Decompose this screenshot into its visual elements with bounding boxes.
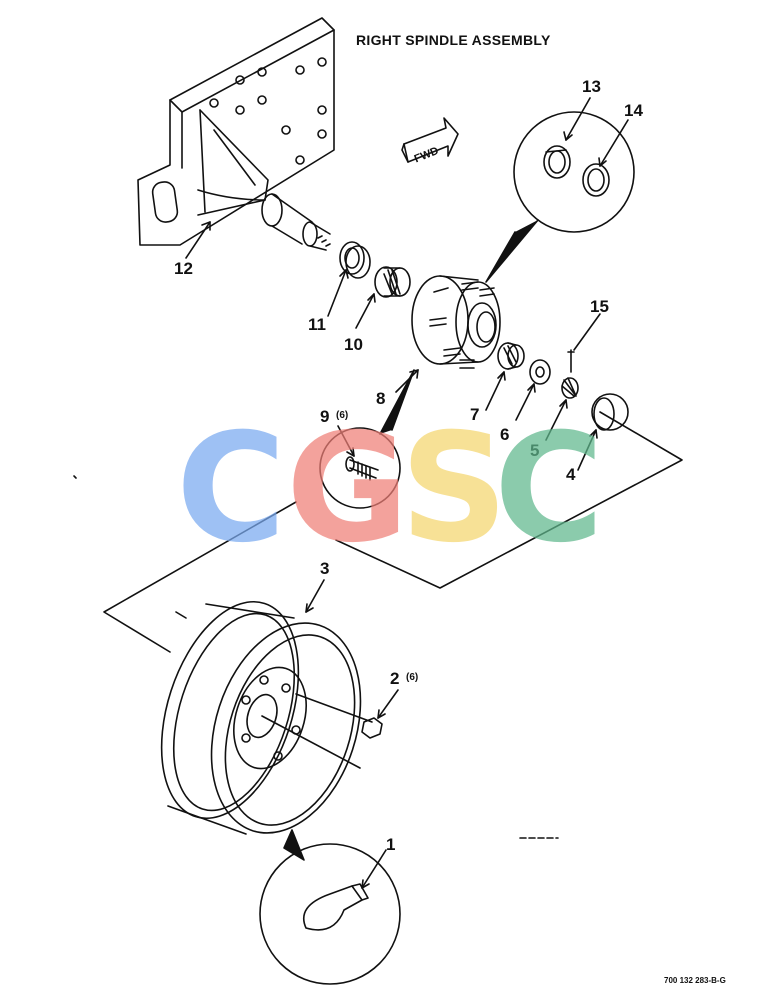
callout-14: 14 xyxy=(624,101,643,120)
grease-seal xyxy=(339,241,371,279)
cotter-pin xyxy=(567,349,575,373)
callout-leader-lines xyxy=(185,97,629,889)
document-number: 700 132 283-B-G xyxy=(664,976,726,985)
callout-13: 13 xyxy=(582,77,601,96)
callout-6: 6 xyxy=(500,425,509,444)
spindle-mounting-plate xyxy=(137,17,335,251)
axis-plane xyxy=(103,411,683,653)
callout-15: 15 xyxy=(590,297,609,316)
callout-7: 7 xyxy=(470,405,479,424)
forward-direction-arrow xyxy=(401,117,459,163)
callout-3: 3 xyxy=(320,559,329,578)
inner-bearing-cone xyxy=(374,266,411,298)
callout-11: 11 xyxy=(308,315,326,334)
cgsc-watermark: C G S C xyxy=(176,402,604,576)
callout-10: 10 xyxy=(344,335,363,354)
callout-2-qty: (6) xyxy=(406,672,418,683)
lug-nut xyxy=(361,717,383,739)
bearing-cup-detail-circle xyxy=(485,111,635,283)
watermark-letter-c1: C xyxy=(176,402,286,576)
diagram-title: RIGHT SPINDLE ASSEMBLY xyxy=(356,32,551,48)
spindle-washer xyxy=(529,359,551,385)
watermark-letter-g: G xyxy=(286,402,409,576)
outer-bearing-cone xyxy=(497,342,525,370)
watermark-letter-c2: C xyxy=(494,402,604,576)
spindle-nut xyxy=(561,377,579,399)
callout-1: 1 xyxy=(386,835,395,854)
wheel-hub xyxy=(411,275,501,369)
callout-4: 4 xyxy=(566,465,576,484)
wheel-rim xyxy=(160,600,373,835)
callout-12: 12 xyxy=(174,259,193,278)
fwd-label: FWD xyxy=(413,145,441,166)
callout-9-qty: (6) xyxy=(336,410,348,421)
wheel-stud-detail-circle xyxy=(319,369,415,509)
dust-cap xyxy=(591,393,629,431)
callout-8: 8 xyxy=(376,389,385,408)
callout-9: 9 xyxy=(320,407,329,426)
callout-5: 5 xyxy=(530,441,539,460)
watermark-letter-s: S xyxy=(400,402,508,576)
callout-2: 2 xyxy=(390,669,399,688)
valve-stem-detail-circle xyxy=(259,829,401,985)
